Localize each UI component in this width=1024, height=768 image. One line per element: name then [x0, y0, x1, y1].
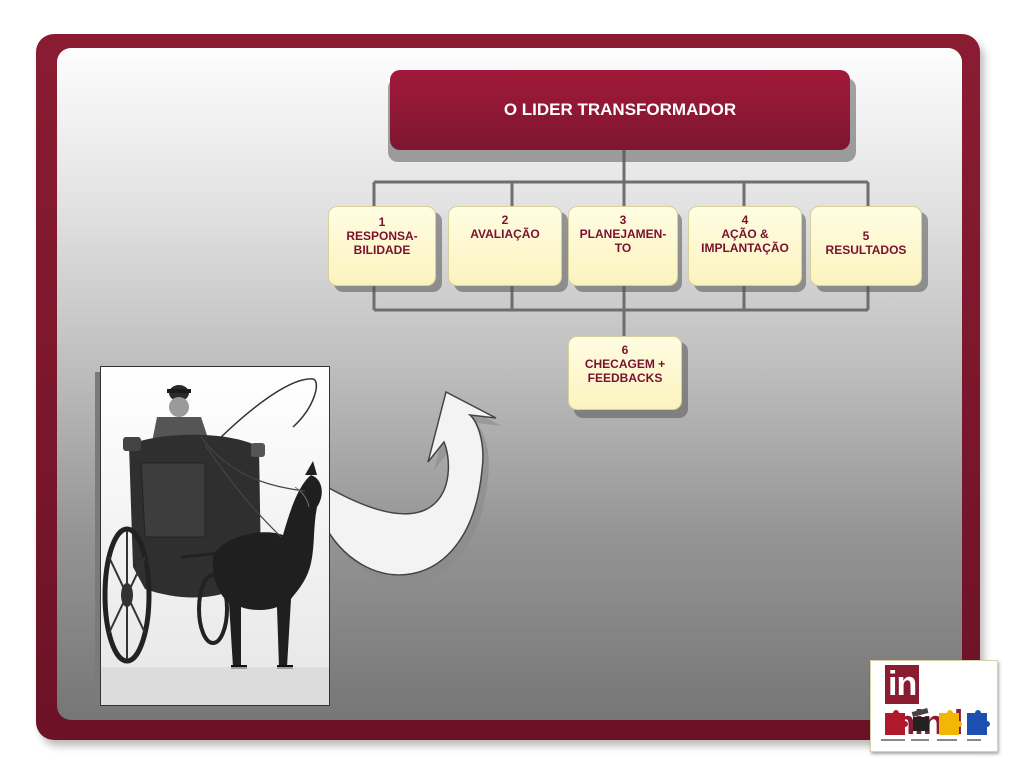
node-number: 6	[621, 343, 629, 357]
node-label: PLANEJAMEN-	[579, 227, 667, 241]
logo-icons	[881, 708, 990, 741]
node-checagem-feedbacks: 6 CHECAGEM + FEEDBACKS	[568, 336, 682, 410]
diagram-title: O LIDER TRANSFORMADOR	[390, 70, 850, 150]
node-label: AÇÃO &	[721, 227, 769, 241]
clapper-icon	[911, 708, 929, 731]
curved-arrow	[321, 390, 502, 583]
node-label: TO	[614, 241, 632, 255]
node-label: IMPLANTAÇÃO	[701, 241, 789, 255]
blue-puzzle-icon	[967, 710, 990, 735]
node-label: BILIDADE	[353, 243, 411, 257]
node-number: 3	[619, 213, 627, 227]
org-connectors	[372, 150, 870, 336]
node-responsabilidade: 1 RESPONSA- BILIDADE	[328, 206, 436, 286]
horse-carriage-image	[101, 367, 329, 705]
node-acao-implantacao: 4 AÇÃO & IMPLANTAÇÃO	[688, 206, 802, 286]
node-planejamento: 3 PLANEJAMEN- TO	[568, 206, 678, 286]
node-label: RESPONSA-	[346, 229, 418, 243]
node-label: FEEDBACKS	[587, 371, 663, 385]
node-label: AVALIAÇÃO	[470, 227, 540, 241]
node-resultados: 5 RESULTADOS	[810, 206, 922, 286]
red-puzzle-icon	[885, 710, 908, 735]
inmind-logo: inmind	[870, 660, 998, 752]
node-avaliacao: 2 AVALIAÇÃO	[448, 206, 562, 286]
node-number: 5	[862, 229, 870, 243]
carriage-illustration	[100, 366, 330, 706]
node-label: CHECAGEM +	[584, 357, 666, 371]
node-number: 2	[501, 213, 509, 227]
node-label: RESULTADOS	[825, 243, 907, 257]
yellow-puzzle-icon	[939, 710, 962, 735]
node-number: 1	[378, 215, 386, 229]
node-number: 4	[741, 213, 749, 227]
